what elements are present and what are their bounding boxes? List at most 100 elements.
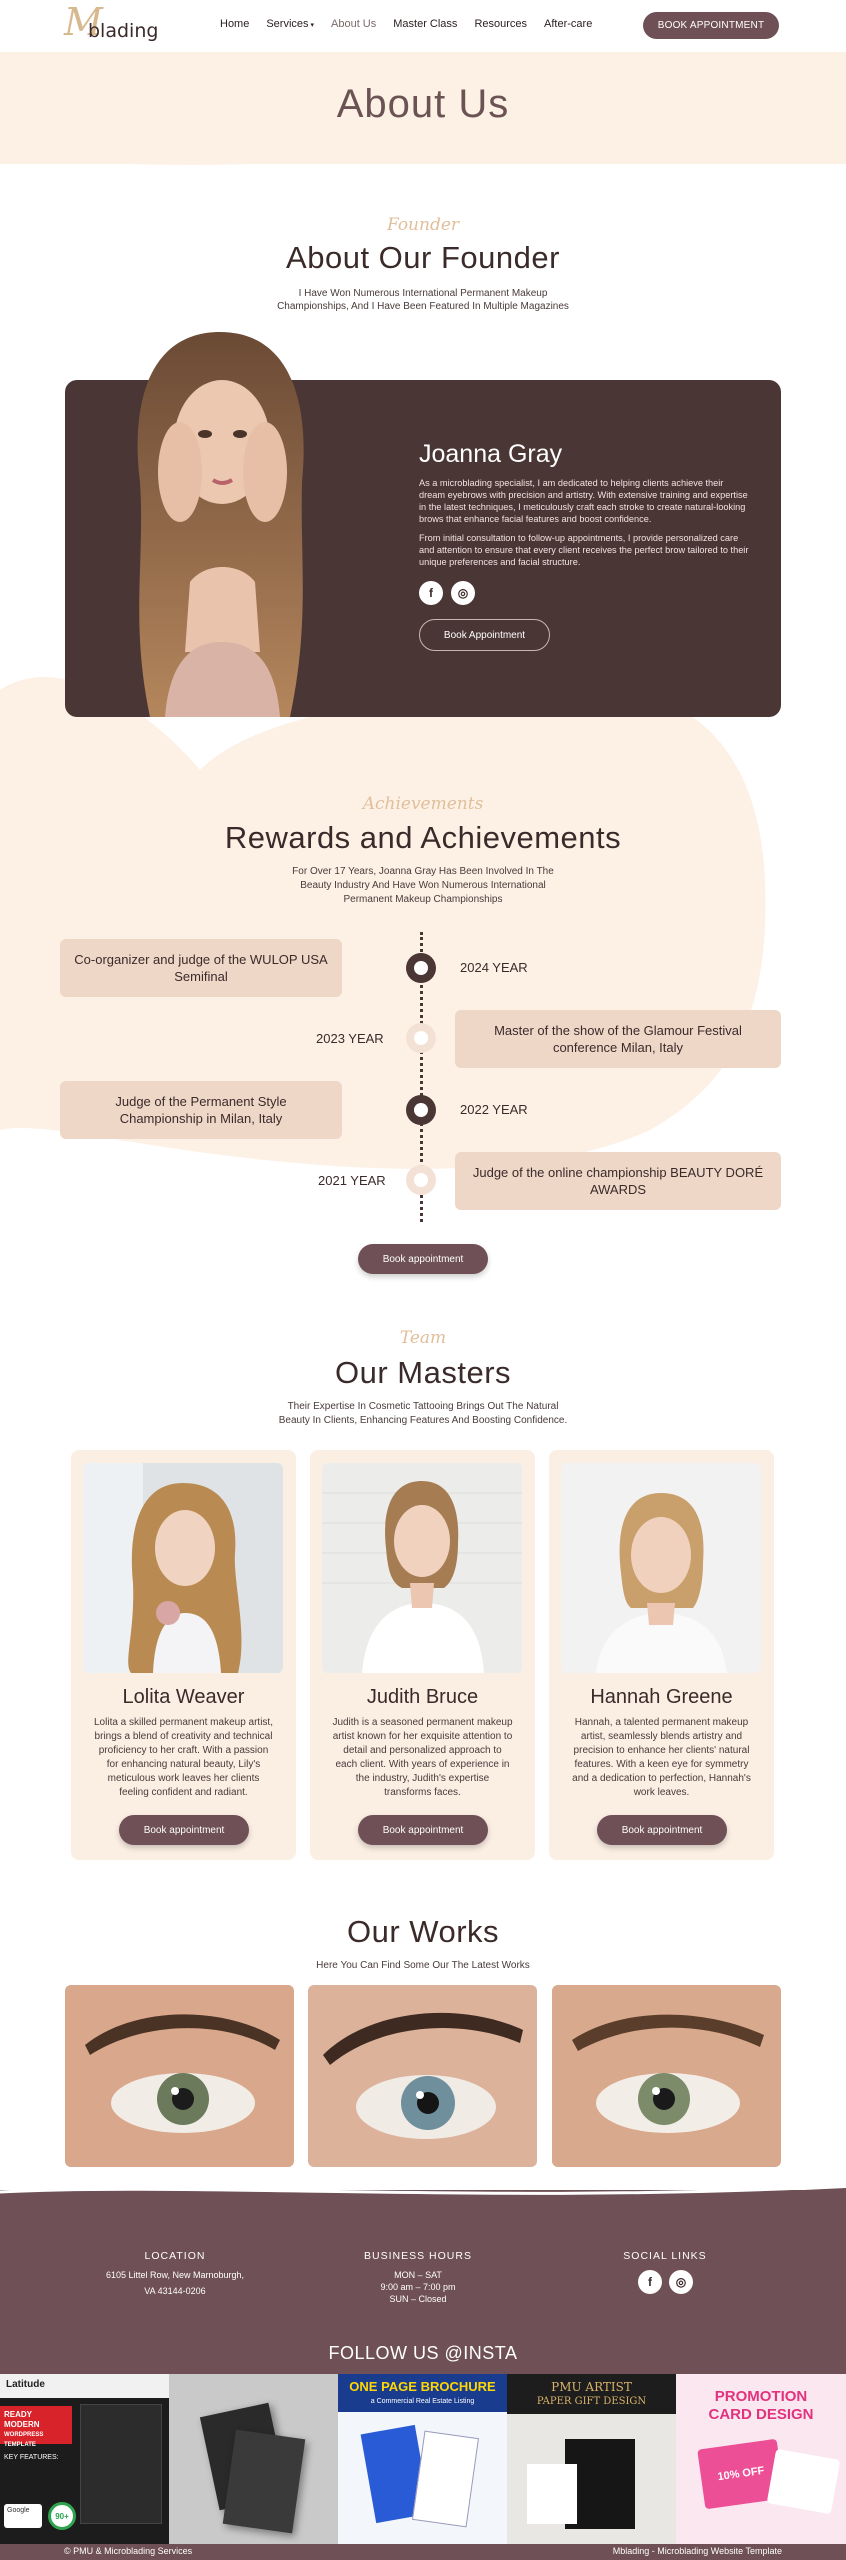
facebook-icon[interactable]: f — [638, 2270, 662, 2294]
founder-script-label: Founder — [386, 215, 460, 235]
timeline-dot — [406, 1023, 436, 1053]
tile-features: KEY FEATURES: — [4, 2454, 59, 2461]
work-photo[interactable] — [308, 1985, 537, 2167]
timeline-item-2021: Judge of the online championship BEAUTY … — [455, 1152, 781, 1210]
logo-word: blading — [88, 20, 159, 42]
timeline-dot — [406, 953, 436, 983]
nav-about-us[interactable]: About Us — [331, 18, 377, 30]
main-nav: Home Services ▾ About Us Master Class Re… — [220, 18, 592, 30]
tile-headline: ONE PAGE BROCHURE — [349, 2379, 496, 2394]
master-photo — [322, 1463, 522, 1673]
business-hours-heading: BUSINESS HOURS — [364, 2250, 472, 2262]
tile-score: 90+ — [48, 2502, 76, 2530]
hours-line-2: 9:00 am – 7:00 pm — [380, 2282, 456, 2292]
instagram-tile[interactable]: PMU ARTIST PAPER GIFT DESIGN — [507, 2374, 676, 2544]
timeline-year-2021: 2021 YEAR — [318, 1173, 386, 1188]
achievements-subtitle-2: Beauty Industry And Have Won Numerous In… — [300, 880, 546, 891]
nav-services-label: Services — [266, 18, 309, 30]
master-book-appointment-button[interactable]: Book appointment — [119, 1815, 249, 1845]
instagram-icon[interactable]: ◎ — [451, 581, 475, 605]
founder-heading: About Our Founder — [286, 240, 560, 275]
location-line-1: 6105 Littel Row, New Marnoburgh, — [105, 2270, 245, 2280]
timeline-item-2022: Judge of the Permanent Style Championshi… — [60, 1081, 342, 1139]
tile-headline: READY MODERN — [4, 2410, 40, 2429]
achievements-script-label: Achievements — [362, 794, 484, 814]
book-appointment-button[interactable]: BOOK APPOINTMENT — [643, 12, 779, 39]
master-card: Lolita Weaver Lolita a skilled permanent… — [71, 1450, 296, 1860]
tile-headline: PMU ARTIST — [551, 2380, 632, 2394]
hero-wave-divider — [0, 148, 846, 165]
master-description: Lolita a skilled permanent makeup artist… — [94, 1717, 273, 1798]
tile-subhead: a Commercial Real Estate Listing — [370, 2398, 475, 2405]
facebook-icon[interactable]: f — [419, 581, 443, 605]
master-photo — [83, 1463, 283, 1673]
founder-bio-2: From initial consultation to follow-up a… — [419, 533, 749, 567]
master-name: Hannah Greene — [590, 1686, 733, 1708]
instagram-tile[interactable]: ONE PAGE BROCHURE a Commercial Real Esta… — [338, 2374, 507, 2544]
logo[interactable]: M blading — [64, 0, 174, 48]
copyright-text: © PMU & Microblading Services — [64, 2546, 193, 2556]
founder-book-appointment-button[interactable]: Book Appointment — [419, 619, 550, 651]
nav-master-class[interactable]: Master Class — [393, 18, 458, 30]
work-photo[interactable] — [65, 1985, 294, 2167]
timeline-item-2023: Master of the show of the Glamour Festiv… — [455, 1010, 781, 1068]
nav-home[interactable]: Home — [220, 18, 250, 30]
timeline-year-2022: 2022 YEAR — [460, 1102, 528, 1117]
hours-line-3: SUN – Closed — [389, 2294, 447, 2304]
tile-brand: Latitude — [6, 2379, 45, 2390]
achievements-subtitle-1: For Over 17 Years, Joanna Gray Has Been … — [292, 866, 554, 877]
site-header: M blading Home Services ▾ About Us Maste… — [0, 0, 846, 52]
founder-subtitle-2: Championships, And I Have Been Featured … — [277, 301, 569, 312]
tile-subhead: CARD DESIGN — [708, 2406, 814, 2423]
master-name: Judith Bruce — [366, 1686, 479, 1708]
nav-after-care[interactable]: After-care — [544, 18, 593, 30]
master-description: Hannah, a talented permanent makeup arti… — [572, 1717, 751, 1798]
timeline-dot — [406, 1165, 436, 1195]
founder-name: Joanna Gray — [419, 440, 563, 468]
timeline-year-2023: 2023 YEAR — [316, 1031, 384, 1046]
timeline-item-2024: Co-organizer and judge of the WULOP USA … — [60, 939, 342, 997]
master-name: Lolita Weaver — [122, 1686, 245, 1708]
master-photo — [561, 1463, 761, 1673]
social-links-heading: SOCIAL LINKS — [623, 2250, 707, 2262]
founder-subtitle-1: I Have Won Numerous International Perman… — [298, 288, 548, 299]
follow-us-heading: FOLLOW US @INSTA — [328, 2343, 518, 2363]
achievements-book-appointment-button[interactable]: Book appointment — [358, 1244, 488, 1274]
timeline-year-2024: 2024 YEAR — [460, 960, 528, 975]
achievements-subtitle-3: Permanent Makeup Championships — [343, 894, 503, 905]
nav-services[interactable]: Services ▾ — [266, 18, 314, 30]
tile-subhead: WORDPRESS TEMPLATE — [4, 2432, 44, 2448]
work-photo[interactable] — [552, 1985, 781, 2167]
instagram-icon[interactable]: ◎ — [669, 2270, 693, 2294]
master-description: Judith is a seasoned permanent makeup ar… — [332, 1717, 513, 1798]
logo-mark: M — [64, 0, 103, 44]
masters-subtitle-2: Beauty In Clients, Enhancing Features An… — [278, 1415, 568, 1426]
page-title: About Us — [336, 82, 510, 126]
masters-heading: Our Masters — [334, 1355, 512, 1390]
master-book-appointment-button[interactable]: Book appointment — [358, 1815, 488, 1845]
instagram-tile[interactable]: PROMOTION CARD DESIGN 10% OFF — [676, 2374, 846, 2544]
tile-subhead: PAPER GIFT DESIGN — [536, 2396, 647, 2407]
instagram-tile[interactable]: Latitude READY MODERN WORDPRESS TEMPLATE… — [0, 2374, 169, 2544]
location-line-2: VA 43144-0206 — [144, 2286, 206, 2296]
hero-banner: About Us — [0, 52, 846, 164]
timeline-dot — [406, 1095, 436, 1125]
works-heading: Our Works — [346, 1914, 500, 1949]
footer-bottom-bar: © PMU & Microblading Services Mblading -… — [0, 2544, 846, 2560]
master-card: Judith Bruce Judith is a seasoned perman… — [310, 1450, 535, 1860]
master-book-appointment-button[interactable]: Book appointment — [597, 1815, 727, 1845]
works-subtitle: Here You Can Find Some Our The Latest Wo… — [316, 1960, 530, 1971]
masters-subtitle-1: Their Expertise In Cosmetic Tattooing Br… — [287, 1401, 559, 1412]
hours-line-1: MON – SAT — [394, 2270, 442, 2280]
masters-script-label: Team — [399, 1328, 447, 1348]
footer-wave-divider — [0, 2184, 846, 2212]
master-card: Hannah Greene Hannah, a talented permane… — [549, 1450, 774, 1860]
tile-headline: PROMOTION — [714, 2388, 808, 2405]
nav-resources[interactable]: Resources — [474, 18, 528, 30]
location-heading: LOCATION — [144, 2250, 206, 2262]
achievements-heading: Rewards and Achievements — [224, 820, 622, 855]
instagram-tile[interactable] — [169, 2374, 338, 2544]
founder-bio-1: As a microblading specialist, I am dedic… — [419, 478, 748, 524]
timeline-line — [420, 932, 423, 1222]
chevron-down-icon: ▾ — [308, 22, 314, 29]
